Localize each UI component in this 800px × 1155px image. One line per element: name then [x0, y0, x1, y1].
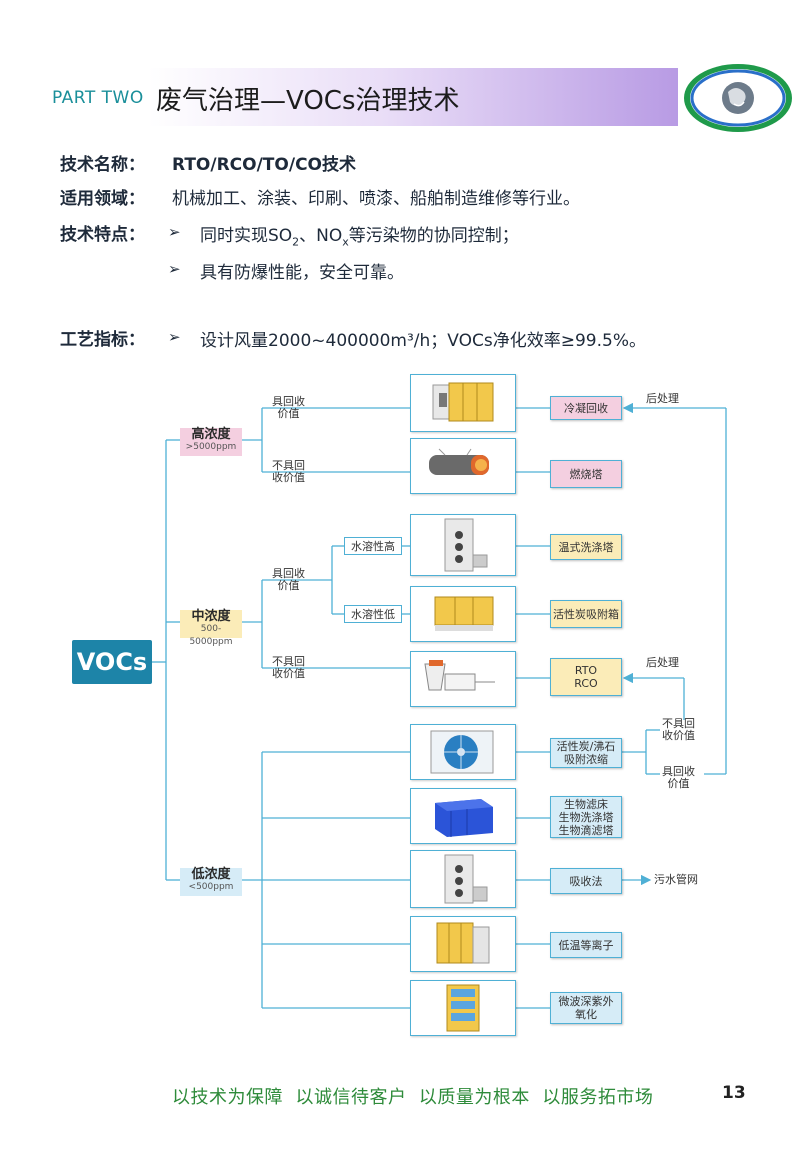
part-label: PART TWO [52, 88, 144, 108]
feature-1: 同时实现SO2、NOx等污染物的协同控制； [200, 226, 519, 249]
no-recovery-label: 不具回收价值 [272, 459, 305, 484]
tech-name-value: RTO/RCO/TO/CO技术 [172, 155, 356, 175]
field-value: 机械加工、涂装、印刷、喷漆、船舶制造维修等行业。 [172, 189, 580, 209]
water-soluble-low-label: 水溶性低 [344, 605, 402, 623]
combustion-tower-node: 燃烧塔 [550, 460, 622, 488]
plasma-equipment-image [410, 916, 516, 972]
plasma-node: 低温等离子 [550, 932, 622, 958]
uv-oxidation-node: 微波深紫外氧化 [550, 992, 622, 1024]
water-soluble-high-label: 水溶性高 [344, 537, 402, 555]
carbon-adsorption-box-image [410, 586, 516, 642]
page-number: 13 [722, 1083, 746, 1103]
absorption-tower-image [410, 850, 516, 908]
post-treatment-label: 后处理 [646, 656, 679, 669]
post-treatment-label: 后处理 [646, 392, 679, 405]
absorption-node: 吸收法 [550, 868, 622, 894]
combustion-tower-image [410, 438, 516, 494]
condenser-equipment-image [410, 374, 516, 432]
adsorption-concentrator-image [410, 724, 516, 780]
process-label: 工艺指标： [60, 330, 145, 350]
header-band [148, 68, 678, 126]
low-concentration-node: 低浓度<500ppm [180, 868, 242, 896]
carbon-adsorption-box-node: 活性炭吸附箱 [550, 600, 622, 628]
bullet-icon: ➢ [168, 223, 181, 241]
company-logo [684, 64, 792, 132]
bullet-icon: ➢ [168, 260, 181, 278]
field-label: 适用领域： [60, 189, 145, 209]
recovery-label: 具回收价值 [272, 567, 305, 592]
bio-treatment-node: 生物滤床生物洗涤塔生物滴滤塔 [550, 796, 622, 838]
bio-filter-image [410, 788, 516, 844]
adsorption-concentration-node: 活性炭/沸石吸附浓缩 [550, 738, 622, 768]
footer-slogan: 以技术为保障 以诚信待客户 以质量为根本 以服务拓市场 [172, 1087, 654, 1108]
feature-label: 技术特点： [60, 225, 145, 245]
high-concentration-node: 高浓度>5000ppm [180, 428, 242, 456]
rto-equipment-image [410, 651, 516, 707]
uv-oxidation-image [410, 980, 516, 1036]
page-title: 废气治理—VOCs治理技术 [156, 86, 460, 116]
wet-scrubber-node: 温式洗涤塔 [550, 534, 622, 560]
no-recovery-label: 不具回收价值 [272, 655, 305, 680]
feature-2: 具有防爆性能，安全可靠。 [200, 263, 404, 283]
recovery-label: 具回收价值 [272, 395, 305, 420]
sewer-label: 污水管网 [654, 873, 698, 886]
process-value: 设计风量2000~400000m³/h；VOCs净化效率≥99.5%。 [200, 331, 646, 351]
vocs-root-node: VOCs [72, 640, 152, 684]
wet-scrubber-image [410, 514, 516, 576]
bullet-icon: ➢ [168, 328, 181, 346]
condense-recovery-node: 冷凝回收 [550, 396, 622, 420]
tech-name-label: 技术名称： [60, 155, 145, 175]
recovery-label: 具回收价值 [662, 765, 695, 790]
no-recovery-label: 不具回收价值 [662, 717, 695, 742]
